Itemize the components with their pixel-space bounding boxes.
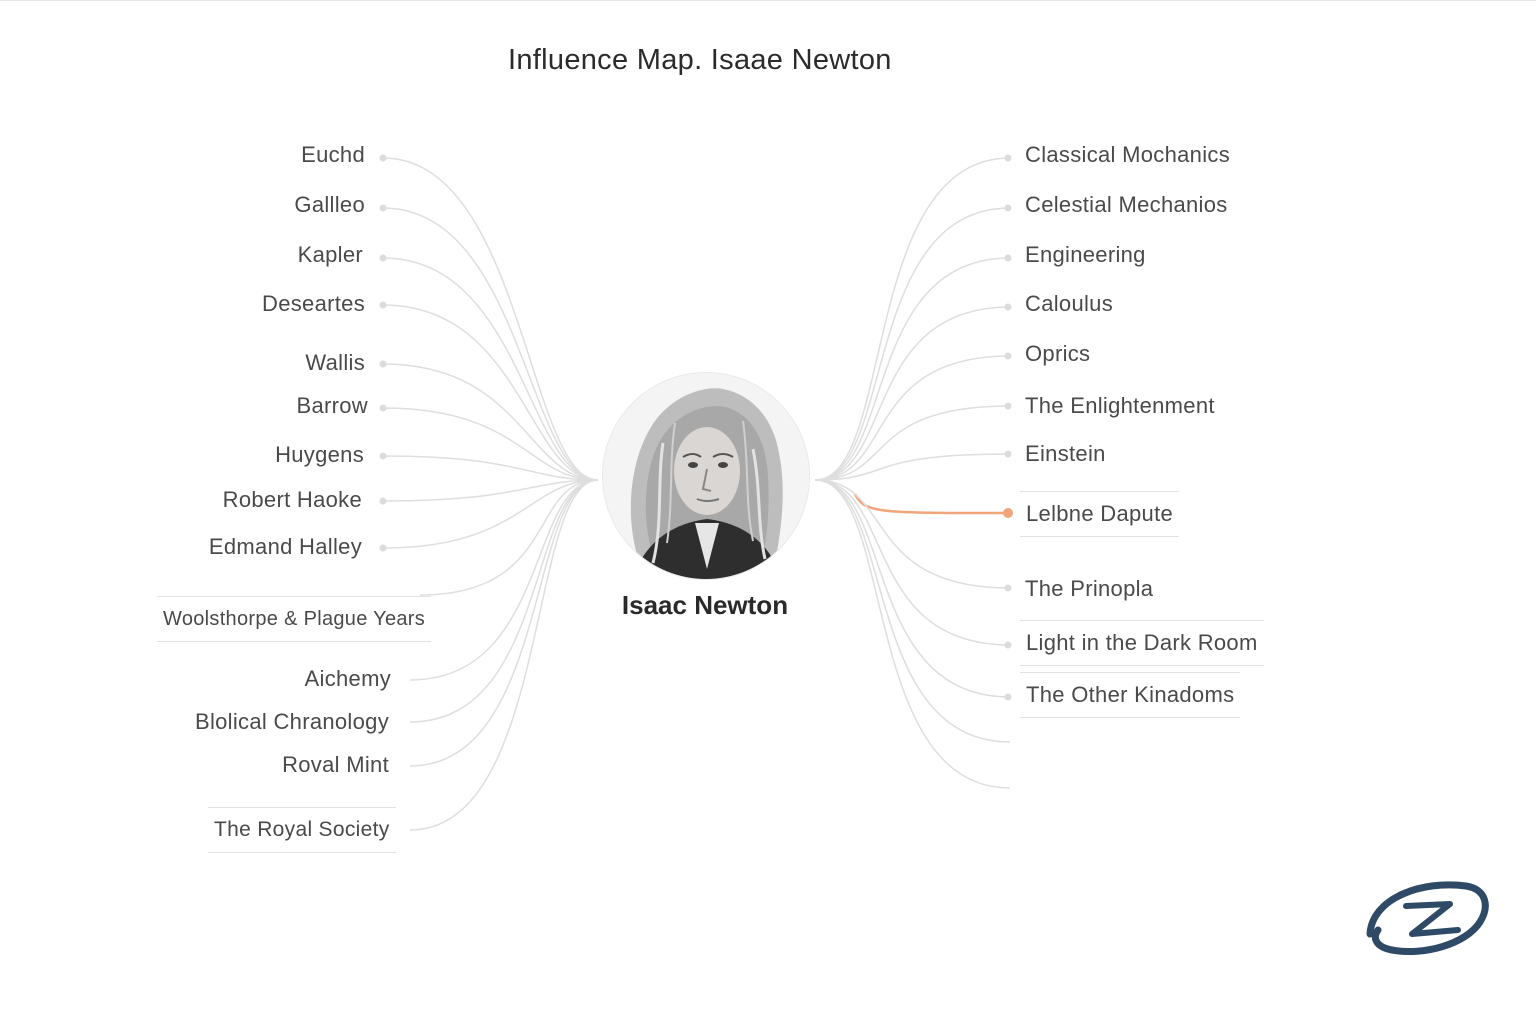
- top-divider: [0, 0, 1536, 1]
- swirl-logo-icon: [1362, 876, 1494, 960]
- legacy-node-einstein[interactable]: Einstein: [1025, 441, 1106, 466]
- connector-right: [814, 453, 1011, 481]
- connector-left: [382, 257, 599, 481]
- connector-dot: [379, 404, 387, 412]
- connector-dot: [379, 544, 387, 552]
- connector-left: [382, 407, 599, 481]
- legacy-node-principia[interactable]: The Prinopla: [1025, 576, 1154, 601]
- connector-right: [814, 479, 1011, 698]
- newton-portrait-icon: [602, 372, 810, 580]
- connector-right: [814, 157, 1011, 481]
- connector-dot: [1004, 693, 1012, 701]
- connector-right: [814, 479, 1011, 646]
- influence-node-barrow[interactable]: Barrow: [296, 393, 368, 418]
- influence-node-royal-society[interactable]: The Royal Society: [208, 807, 396, 853]
- connector-right: [814, 479, 1011, 743]
- connector-left: [419, 479, 599, 596]
- connector-right: [814, 479, 1011, 789]
- connector-left: [409, 479, 599, 723]
- center-node-label[interactable]: Isaac Newton: [621, 590, 789, 620]
- connector-dot: [379, 497, 387, 505]
- highlight-dot: [1003, 508, 1013, 518]
- connector-left: [382, 479, 599, 549]
- connector-dot: [1004, 641, 1012, 649]
- connector-dot: [1004, 450, 1012, 458]
- influence-node-kepler[interactable]: Kapler: [297, 242, 363, 267]
- influence-node-halley[interactable]: Edmand Halley: [208, 534, 362, 559]
- connector-left: [409, 479, 599, 681]
- connector-left: [382, 207, 599, 481]
- connector-left: [382, 455, 599, 481]
- connector-left: [409, 479, 599, 767]
- connector-right: [814, 257, 1011, 481]
- connector-dot: [379, 360, 387, 368]
- connector-dot: [379, 154, 387, 162]
- connector-left: [382, 363, 599, 481]
- connector-right: [814, 405, 1011, 481]
- diagram-title: Influence Map. Isaae Newton: [508, 44, 892, 76]
- influence-node-alchemy[interactable]: Aichemy: [304, 666, 391, 691]
- connector-left: [382, 304, 599, 481]
- influence-node-descartes[interactable]: Deseartes: [262, 291, 365, 316]
- influence-node-wallis[interactable]: Wallis: [305, 350, 365, 375]
- legacy-node-celestial-mechanics[interactable]: Celestial Mechanios: [1025, 192, 1228, 217]
- connector-left: [382, 479, 599, 502]
- influence-node-euclid[interactable]: Euchd: [301, 142, 365, 167]
- legacy-node-light-dark-room[interactable]: Light in the Dark Room: [1020, 620, 1264, 666]
- connector-dot: [1004, 254, 1012, 262]
- legacy-node-optics[interactable]: Oprics: [1025, 341, 1091, 366]
- connector-right: [814, 306, 1011, 481]
- influence-node-royal-mint[interactable]: Roval Mint: [282, 752, 389, 777]
- influence-node-hooke[interactable]: Robert Haoke: [222, 487, 362, 512]
- connector-dot: [379, 254, 387, 262]
- connector-dot: [1004, 204, 1012, 212]
- connector-dot: [1004, 584, 1012, 592]
- legacy-node-leibniz-dispute[interactable]: Lelbne Dapute: [1020, 491, 1180, 537]
- connector-dot: [1004, 154, 1012, 162]
- influence-node-huygens[interactable]: Huygens: [275, 442, 364, 467]
- connector-highlight: [853, 493, 1011, 515]
- legacy-node-classical-mechanics[interactable]: Classical Mochanics: [1025, 142, 1230, 167]
- connector-dot: [379, 204, 387, 212]
- connector-dot: [1004, 352, 1012, 360]
- influence-node-galileo[interactable]: Gallleo: [294, 192, 365, 217]
- legacy-node-enlightenment[interactable]: The Enlightenment: [1025, 393, 1215, 418]
- connector-dot: [379, 301, 387, 309]
- legacy-node-calculus[interactable]: Caloulus: [1025, 291, 1114, 316]
- influence-node-biblical-chronology[interactable]: Blolical Chranology: [194, 709, 389, 734]
- legacy-node-other-kingdoms[interactable]: The Other Kinadoms: [1020, 672, 1241, 718]
- connector-dot: [379, 452, 387, 460]
- connector-right: [814, 355, 1011, 481]
- connector-left: [382, 157, 599, 481]
- connector-dot: [1004, 402, 1012, 410]
- legacy-node-engineering[interactable]: Engineering: [1025, 242, 1146, 267]
- influence-node-woolsthorpe[interactable]: Woolsthorpe & Plague Years: [157, 596, 432, 642]
- connector-dot: [1004, 303, 1012, 311]
- connector-right: [814, 479, 1011, 589]
- connector-left: [409, 479, 599, 831]
- connector-right: [814, 207, 1011, 481]
